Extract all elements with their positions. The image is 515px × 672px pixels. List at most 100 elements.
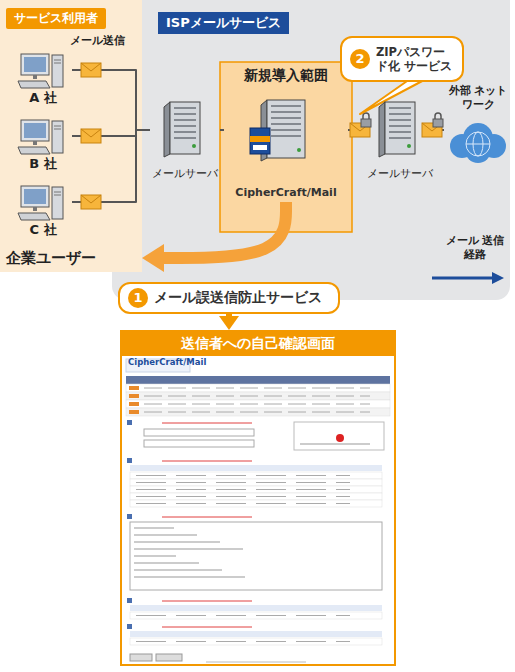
server-bay (389, 113, 411, 115)
pc-tower (52, 187, 63, 219)
envelope-flap (81, 129, 101, 137)
row-button (129, 386, 139, 390)
warning-box (294, 422, 384, 450)
route-arrow-line (432, 277, 494, 280)
monitor-screen (24, 123, 46, 138)
server-front (385, 102, 415, 154)
callout-number: 2 (350, 49, 370, 69)
server-led (192, 144, 196, 148)
server-bay (271, 111, 301, 113)
section-icon (127, 624, 132, 629)
ciphercraft-server: CipherCraft/Mail (224, 98, 348, 202)
body-text (134, 549, 243, 550)
client-pc: C 社 (14, 184, 72, 240)
node-text: CipherCraft/Mail (235, 186, 336, 200)
envelope-flap (81, 63, 101, 71)
cloud-lobe (465, 137, 491, 163)
node-text: メール誤送信防止サービス (154, 289, 322, 307)
pc-slot (54, 192, 61, 193)
section-icon (127, 420, 132, 425)
button (130, 654, 152, 661)
warning-text (300, 444, 370, 445)
icon-illustration (14, 52, 72, 90)
row-button (129, 410, 139, 414)
icon-illustration (444, 118, 512, 164)
free-label: メール 送信経路 (444, 234, 506, 262)
table-row (126, 408, 390, 416)
node-text: 送信者への自己確認画面 (122, 332, 394, 356)
sub-row-text (136, 503, 350, 504)
button (156, 654, 182, 661)
keyboard (18, 147, 50, 154)
node-text: 新規導入範囲 (244, 67, 328, 85)
connector (72, 130, 150, 202)
pc-slot (54, 195, 61, 196)
node-text: ISPメールサービス (158, 12, 289, 34)
envelope (81, 129, 101, 143)
sub-row (130, 479, 382, 486)
row-text (144, 412, 370, 413)
locked-envelope (350, 113, 371, 137)
section-note (162, 601, 252, 602)
warning-icon (336, 434, 344, 442)
sub-row-text (136, 496, 350, 497)
padlock-shackle (435, 113, 441, 119)
sub-row-text (136, 482, 350, 483)
node-text: 外部 ネットワーク (444, 84, 512, 112)
icon-illustration (122, 356, 394, 664)
section-icon (127, 458, 132, 463)
node-text: メールサーバ (152, 167, 218, 180)
server-bay (174, 113, 196, 115)
section-icon (127, 514, 132, 519)
envelope-body (81, 195, 101, 209)
table-row (126, 400, 390, 408)
screenshot-panel: 送信者への自己確認画面 (120, 330, 396, 666)
keyboard (18, 213, 50, 220)
connector (158, 202, 286, 258)
sub-row-text (136, 641, 350, 642)
node-text: サービス利用者 (6, 8, 106, 29)
padlock-shackle (363, 113, 369, 119)
server-front (267, 100, 305, 158)
node-text: B 社 (29, 156, 56, 172)
mail-server: メールサーバ (150, 100, 220, 182)
server-bay (389, 107, 411, 109)
padlock-body (361, 119, 371, 127)
node-text: 企業ユーザー (6, 249, 96, 268)
body-text (134, 556, 176, 557)
row-button (129, 394, 139, 398)
server-bay (174, 125, 196, 127)
keyboard (18, 81, 50, 88)
input-field (144, 440, 254, 447)
server-bay (389, 125, 411, 127)
node-text: C 社 (29, 222, 56, 238)
sub-row-text (136, 489, 350, 490)
client-pc: A 社 (14, 52, 72, 108)
pc-slot (54, 60, 61, 61)
monitor-stand (33, 75, 37, 79)
server-side (164, 102, 170, 157)
new-scope-box: 新規導入範囲 CipherCraft/Mail (220, 62, 352, 232)
body-text (134, 528, 174, 529)
row-text (144, 396, 370, 397)
locked-envelope (422, 113, 443, 137)
sub-row (130, 612, 382, 619)
monitor-screen (24, 189, 46, 204)
server-bay (271, 135, 301, 137)
callout-number: 1 (128, 288, 148, 308)
label-holder: メール 送信経路 (444, 234, 506, 262)
label-holder: CipherCraft/Mail (128, 357, 208, 368)
icon-illustration (224, 98, 348, 162)
envelope-body (81, 63, 101, 77)
monitor-stand (33, 207, 37, 211)
server-led (407, 144, 411, 148)
globe-line (466, 144, 490, 145)
sub-row (130, 486, 382, 493)
globe-line (466, 132, 490, 156)
client-pc: B 社 (14, 118, 72, 174)
pc-tower (52, 55, 63, 87)
monitor-stand (33, 141, 37, 145)
sub-row-text (136, 475, 350, 476)
section-note (162, 423, 252, 424)
